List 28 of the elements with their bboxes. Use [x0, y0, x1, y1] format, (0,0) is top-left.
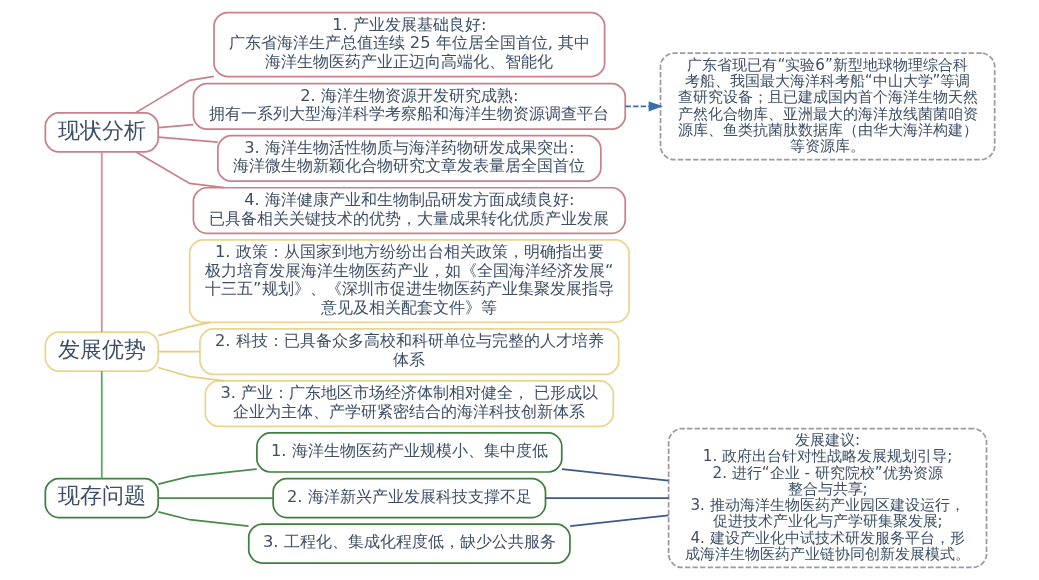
- connector: [544, 497, 669, 499]
- connector: [100, 151, 103, 333]
- node-box: 发展优势: [43, 331, 159, 372]
- node-box: 2. 科技：已具备众多高校和科研单位与完整的人才培养体系: [198, 327, 620, 376]
- connector: [157, 136, 219, 144]
- node-box: 广东省现已有“实验6”新型地球物理综合科考船、我国最大海洋科考船“中山大学”等调查研究设备；且已建成国内首个海洋生物天然产然化合物库、亚洲最大的海洋放线菌菌咱资源库、鱼类抗菌肽数据库（由华大海洋构建）等资源库。: [659, 52, 996, 161]
- node-box: 3. 工程化、集成化程度低，缺少公共服务: [247, 523, 571, 564]
- node-box: 3. 海洋生物活性物质与海洋药物研发成果突出: 海洋微生物新颖化合物研究文章发表量居全国首位: [216, 134, 602, 183]
- connector: [157, 497, 274, 499]
- connector: [156, 511, 249, 528]
- node-box: 发展建议: 1. 政府出台针对性战略发展规划引导; 2. 进行“企业 - 研究院校”优势资源整合与共享; 3. 推动海洋生物医药产业园区建设运行，促进技术产业化与产学研集聚发展; 4. 建设产业化中试技术研发服务平台，形成海洋生物医药产业链协同创新发展模式。: [667, 427, 987, 569]
- connector: [134, 151, 225, 189]
- node-box: 2. 海洋新兴产业发展科技支撑不足: [271, 477, 546, 519]
- node-box: 3. 产业：广东地区市场经济体制相对健全， 已形成以企业为主体、产学研紧密结合的海洋科技创新体系: [204, 380, 614, 428]
- node-box: 1. 政策：从国家到地方纷纷出台相关政策，明确指出要极力培育发展海洋生物医药产业，如《全国海洋经济发展“十三五”规划》、《深圳市促进生物医药产业集聚发展指导意见及相关配套文件》等: [188, 238, 630, 324]
- node-box: 现状分析: [43, 112, 159, 153]
- node-box: 2. 海洋生物资源开发研究成熟: 拥有一系列大型海洋科学考察船和海洋生物资源调查平台: [192, 82, 626, 131]
- connector: [156, 468, 258, 486]
- node-box: 1. 产业发展基础良好: 广东省海洋生产总值连续 25 年位居全国首位, 其中海洋生物医药产业正迈向高端化、智能化: [212, 11, 605, 78]
- node-box: 1. 海洋生物医药产业规模小、集中度低: [255, 432, 563, 473]
- connector: [157, 350, 201, 353]
- connector: [157, 123, 194, 129]
- connector: [560, 468, 669, 482]
- arrow: [624, 101, 663, 112]
- connector: [100, 370, 103, 480]
- node-box: 现存问题: [43, 477, 159, 519]
- connector: [568, 514, 669, 528]
- node-box: 4. 海洋健康产业和生物制品研发方面成绩良好: 已具备相关关键技术的优势，大量成果转化优质产业发展: [192, 186, 626, 235]
